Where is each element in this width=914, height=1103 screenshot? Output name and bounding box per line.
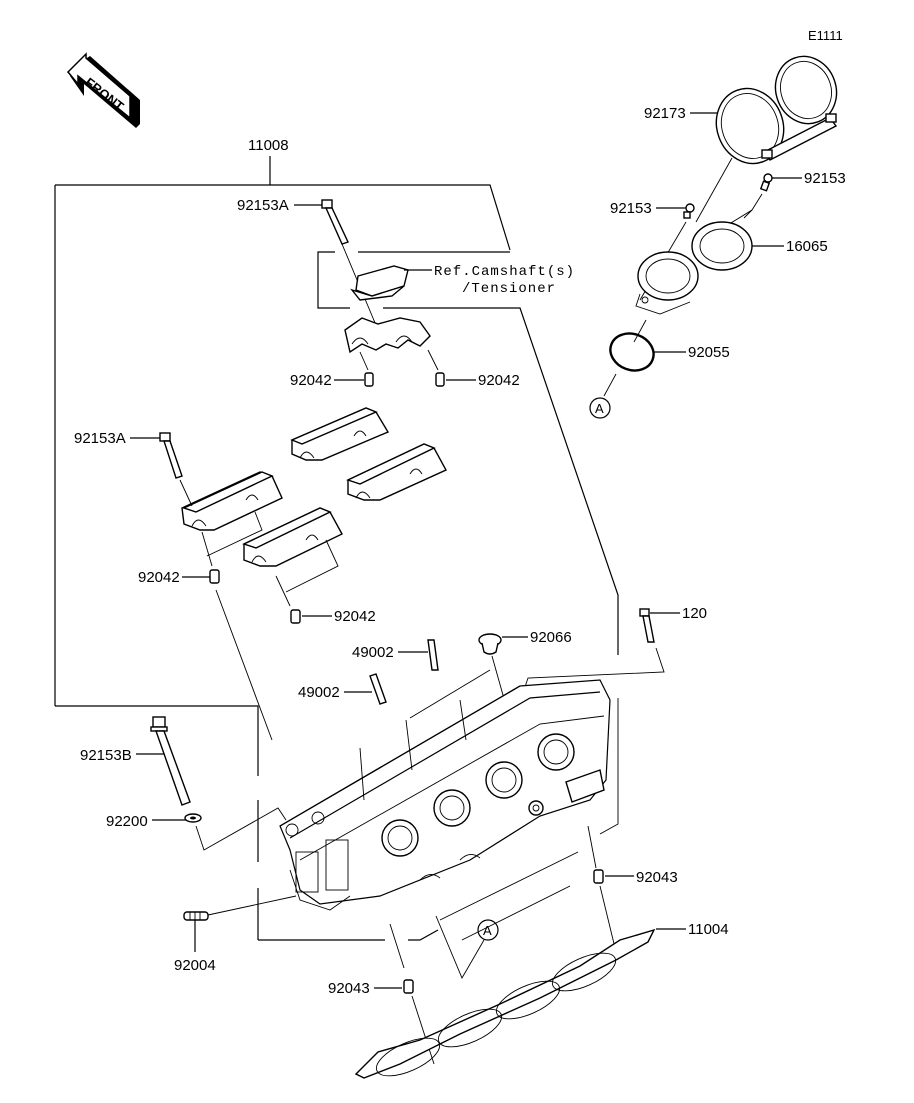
- gasket-11004[interactable]: 11004: [354, 921, 729, 1084]
- part-label-92042-ml[interactable]: 92042: [138, 569, 180, 586]
- part-label-92043-r[interactable]: 92043: [636, 869, 678, 886]
- part-label-92153-r[interactable]: 92153: [804, 170, 846, 187]
- reference-label-camshaft: Ref.Camshaft(s): [434, 264, 575, 280]
- camshaft-cap-3: [346, 443, 447, 501]
- part-label-92042-mr[interactable]: 92042: [334, 608, 376, 625]
- holder-16065[interactable]: 16065: [635, 221, 828, 315]
- part-label-92043-b[interactable]: 92043: [328, 980, 370, 997]
- callout-marker-a-top: A: [589, 397, 611, 419]
- part-label-49002-a[interactable]: 49002: [352, 644, 394, 661]
- callout-label-a-bottom: A: [483, 923, 492, 938]
- callout-label-a-top: A: [595, 401, 604, 416]
- front-arrow-icon: FRONT: [66, 52, 140, 128]
- clamp-92173[interactable]: 92173: [644, 48, 846, 223]
- plug-92066[interactable]: 92066: [409, 629, 572, 721]
- valve-guide-49002-b[interactable]: 49002: [298, 673, 387, 705]
- part-label-11008[interactable]: 11008: [248, 137, 289, 154]
- dowel-92042-top-right[interactable]: 92042: [427, 349, 520, 389]
- part-label-92173[interactable]: 92173: [644, 105, 686, 122]
- bolt-92153B[interactable]: 92153B: [80, 716, 191, 806]
- part-label-92153A-top[interactable]: 92153A: [237, 197, 289, 214]
- bolt-92153A-left[interactable]: 92153A: [74, 430, 193, 507]
- part-label-92153-l[interactable]: 92153: [610, 200, 652, 217]
- dowel-92042-mid-left[interactable]: 92042: [138, 511, 273, 741]
- camshaft-cap-4: [242, 507, 343, 567]
- assembly-frame-11008: 11008: [54, 137, 511, 941]
- part-label-92066[interactable]: 92066: [530, 629, 572, 646]
- o-ring-92055[interactable]: 92055: [603, 319, 730, 397]
- dowel-92043-bottom[interactable]: 92043: [328, 923, 435, 1065]
- valve-guide-49002-a[interactable]: 49002: [352, 639, 439, 671]
- part-label-16065[interactable]: 16065: [786, 238, 828, 255]
- reference-label-tensioner: /Tensioner: [462, 281, 556, 297]
- dowel-92042-mid-right[interactable]: 92042: [275, 539, 376, 625]
- part-label-92153A-left[interactable]: 92153A: [74, 430, 126, 447]
- camshaft-cap-2: [290, 407, 390, 461]
- part-label-92200[interactable]: 92200: [106, 813, 148, 830]
- bolt-92153A-top[interactable]: 92153A: [237, 197, 379, 331]
- camshaft-tensioner-bracket: Ref.Camshaft(s) /Tensioner: [350, 264, 575, 301]
- part-label-120[interactable]: 120: [682, 605, 707, 622]
- figure-code: E1111: [808, 28, 843, 43]
- part-label-92004[interactable]: 92004: [174, 957, 216, 974]
- washer-92200[interactable]: 92200: [106, 807, 287, 851]
- part-label-92055[interactable]: 92055: [688, 344, 730, 361]
- head-right-frame: [439, 698, 619, 941]
- part-label-92042-tr[interactable]: 92042: [478, 372, 520, 389]
- part-label-11004[interactable]: 11004: [688, 921, 729, 938]
- stud-92004[interactable]: 92004: [174, 895, 297, 974]
- camshaft-cap-top: [344, 317, 431, 354]
- part-label-49002-b[interactable]: 49002: [298, 684, 340, 701]
- camshaft-cap-1: [181, 471, 283, 531]
- dowel-92042-top-left[interactable]: 92042: [290, 351, 374, 389]
- cylinder-head-body: [279, 679, 611, 911]
- part-label-92042-tl[interactable]: 92042: [290, 372, 332, 389]
- part-label-92153B[interactable]: 92153B: [80, 747, 132, 764]
- bolt-120[interactable]: 120: [523, 605, 707, 691]
- screw-92153-right[interactable]: 92153: [725, 170, 846, 227]
- camshaft-reference-frame: [317, 251, 619, 655]
- callout-marker-a-bottom: A: [435, 915, 499, 980]
- dowel-92043-right[interactable]: 92043: [587, 825, 678, 953]
